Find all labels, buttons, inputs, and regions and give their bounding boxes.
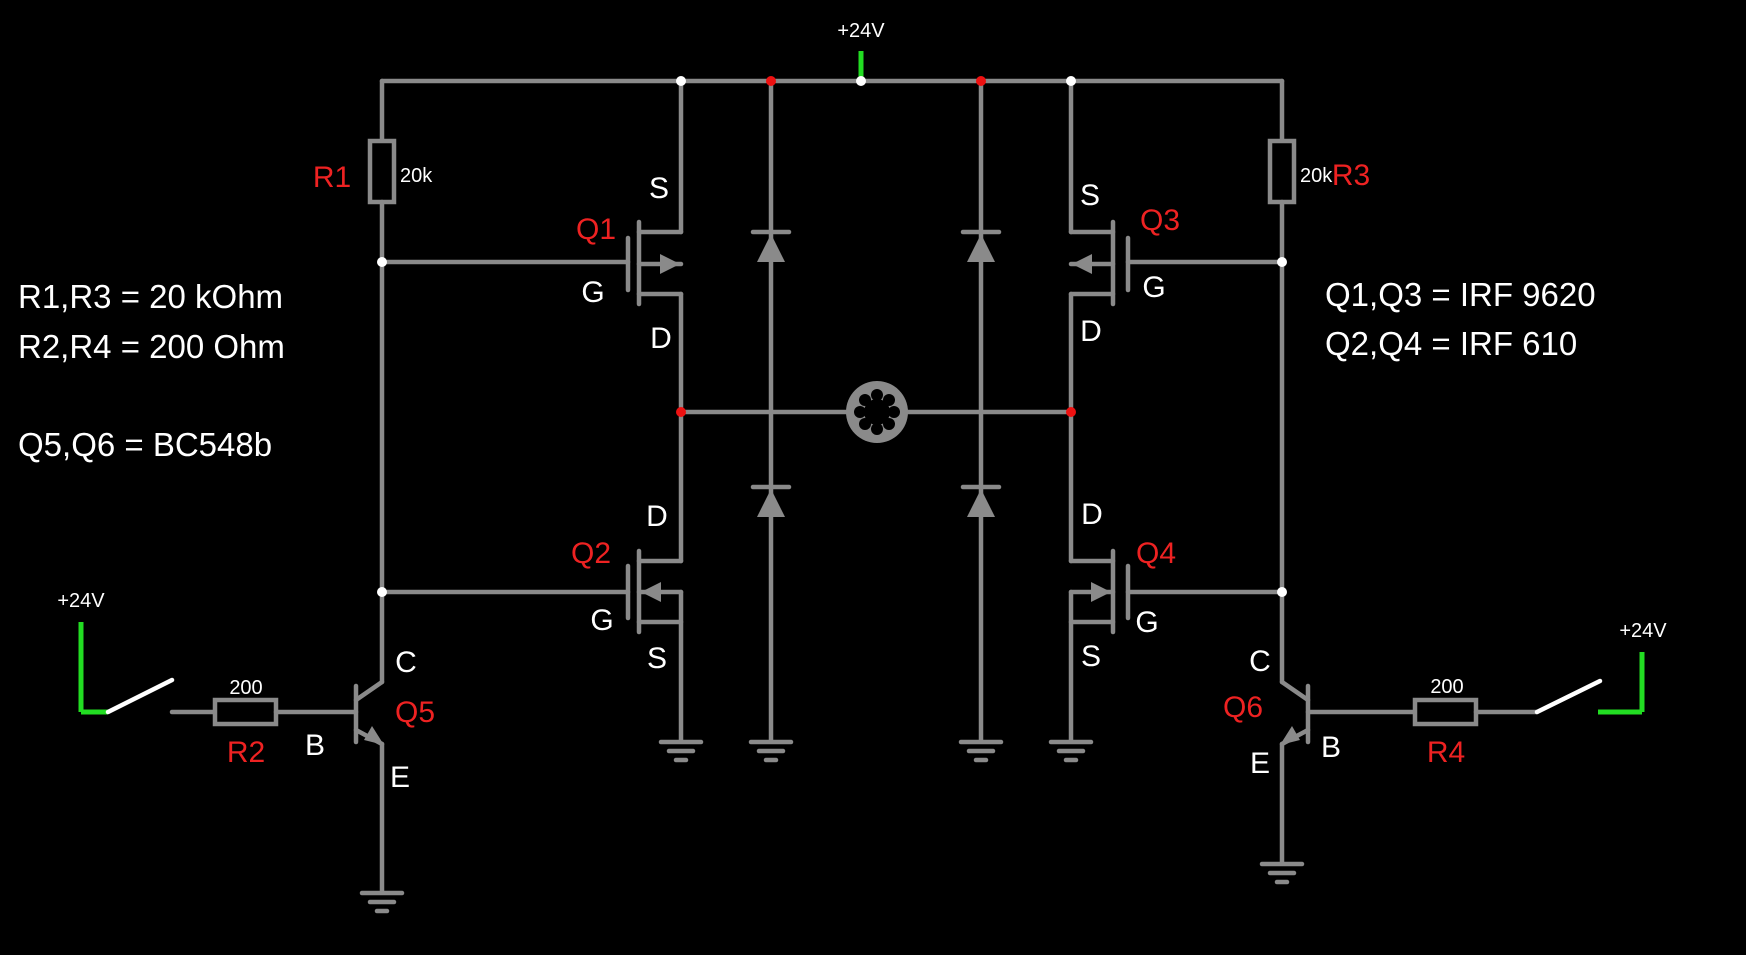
supply-rail [379,51,1285,84]
r2-resistor [169,697,359,727]
ground-d4 [958,739,1004,763]
r1-resistor [367,78,397,685]
r3-resistor [1267,78,1297,685]
q2-mosfet [625,409,684,743]
r3-value: 20k [1300,165,1333,187]
q3-drain-label: D [1080,315,1102,348]
left-switch[interactable] [78,622,175,715]
note-right-1: Q1,Q3 = IRF 9620 [1325,276,1596,313]
q6-label: Q6 [1223,691,1263,724]
r1-label: R1 [313,161,351,194]
q3-gate-label: G [1142,271,1165,304]
ground-d2 [748,739,794,763]
note-left-2: R2,R4 = 200 Ohm [18,328,285,365]
diode-d4 [960,484,1002,517]
q4-mosfet [1068,409,1131,743]
q6-transistor [1279,679,1311,865]
r4-resistor [1305,697,1540,727]
q5-collector-label: C [395,646,417,679]
q1-source-label: S [649,172,669,205]
q1-gate-label: G [581,276,604,309]
note-left-3: Q5,Q6 = BC548b [18,426,272,463]
q2-label: Q2 [571,537,611,570]
motor [678,381,1074,443]
supply-label-right: +24V [1619,620,1667,642]
junction-nodes [377,76,1287,597]
r2-value: 200 [229,677,262,699]
q4-gate-label: G [1135,606,1158,639]
q6-base-label: B [1321,731,1341,764]
ground-q2 [658,739,704,763]
q5-emitter-label: E [390,761,410,794]
r4-value: 200 [1430,676,1463,698]
q3-label: Q3 [1140,204,1180,237]
q3-mosfet [1068,78,1131,415]
r1-value: 20k [400,165,433,187]
ground-q4 [1048,739,1094,763]
q5-label: Q5 [395,696,435,729]
supply-label-top: +24V [837,20,885,42]
note-right-2: Q2,Q4 = IRF 610 [1325,325,1577,362]
ground-q5 [359,890,405,914]
diode-d2 [750,484,792,517]
supply-label-left: +24V [57,590,105,612]
q1-mosfet [625,78,684,415]
q6-emitter-label: E [1250,747,1270,780]
q3-source-label: S [1080,179,1100,212]
note-left-1: R1,R3 = 20 kOhm [18,278,283,315]
q4-drain-label: D [1081,498,1103,531]
q1-drain-label: D [650,322,672,355]
q2-source-label: S [647,642,667,675]
q4-label: Q4 [1136,537,1176,570]
r4-label: R4 [1427,736,1465,769]
r2-label: R2 [227,736,265,769]
right-switch[interactable] [1534,652,1645,715]
q1-label: Q1 [576,213,616,246]
q5-base-label: B [305,729,325,762]
q6-collector-label: C [1249,645,1271,678]
ground-q6 [1259,861,1305,885]
q2-drain-label: D [646,500,668,533]
r3-label: R3 [1332,159,1370,192]
q5-transistor [353,679,385,894]
q4-source-label: S [1081,640,1101,673]
q2-gate-label: G [590,604,613,637]
